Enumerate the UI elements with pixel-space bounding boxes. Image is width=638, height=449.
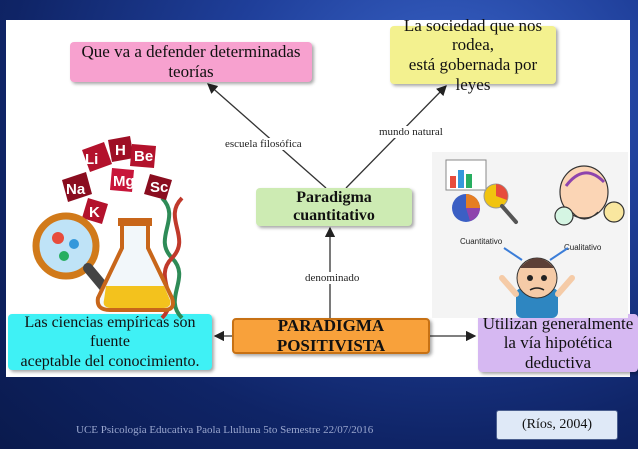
element-na: Na [66,181,86,198]
node-positivista-text: PARADIGMA POSITIVISTA [276,316,386,355]
node-cuantitativo-text: Paradigma cuantitativo [293,189,375,224]
edge-label-escuela: escuela filosófica [224,138,303,150]
chemistry-illustration: Li H Be Na Mg Sc K [32,136,184,320]
node-ciencias-line1: Las ciencias empíricas son fuente [24,314,196,351]
node-sociedad-line2: está gobernada por leyes [408,55,538,94]
label-cualitativo: Cualitativo [564,243,602,252]
node-via-hipotetica: Utilizan generalmente la vía hipotética … [478,314,638,372]
citation-box: (Ríos, 2004) [496,410,618,440]
node-ciencias-empiricas: Las ciencias empíricas son fuente acepta… [8,314,212,370]
element-h: H [115,142,126,159]
node-paradigma-cuantitativo: Paradigma cuantitativo [256,188,412,226]
element-be: Be [134,148,153,165]
node-sociedad-leyes: La sociedad que nos rodea, está gobernad… [390,16,556,94]
element-k: K [89,204,100,221]
chart-icons [445,159,518,224]
node-defender-teorias: Que va a defender determinadas teorías [70,42,312,82]
node-paradigma-positivista: PARADIGMA POSITIVISTA [232,316,430,355]
slide-panel: escuela filosófica mundo natural denomin… [6,16,638,377]
node-ciencias-line2: aceptable del conocimiento. [20,352,200,370]
people-sketch [554,165,625,226]
node-defender-text: Que va a defender determinadas teorías [81,42,301,81]
edge-label-denominado: denominado [304,272,361,284]
footer-author-text: UCE Psicología Educativa Paola Llulluna … [76,424,374,436]
element-li: Li [85,151,98,168]
node-sociedad-line1: La sociedad que nos rodea, [403,15,543,55]
confused-person [499,257,575,318]
node-utilizan-line2: la vía hipotética deductiva [503,333,613,372]
element-mg: Mg [113,173,135,190]
citation-text: (Ríos, 2004) [522,417,592,432]
element-sc: Sc [150,179,168,196]
edge-cuant-to-defender [207,83,327,189]
node-utilizan-line1: Utilizan generalmente [482,313,634,333]
cartoon-illustration: Cuantitativo Cualitativo [432,152,628,318]
element-tiles: Li H Be Na Mg Sc K [62,136,172,224]
edge-label-mundo: mundo natural [378,126,444,138]
magnifier-lens [32,212,100,280]
label-cuantitativo: Cuantitativo [460,237,503,246]
